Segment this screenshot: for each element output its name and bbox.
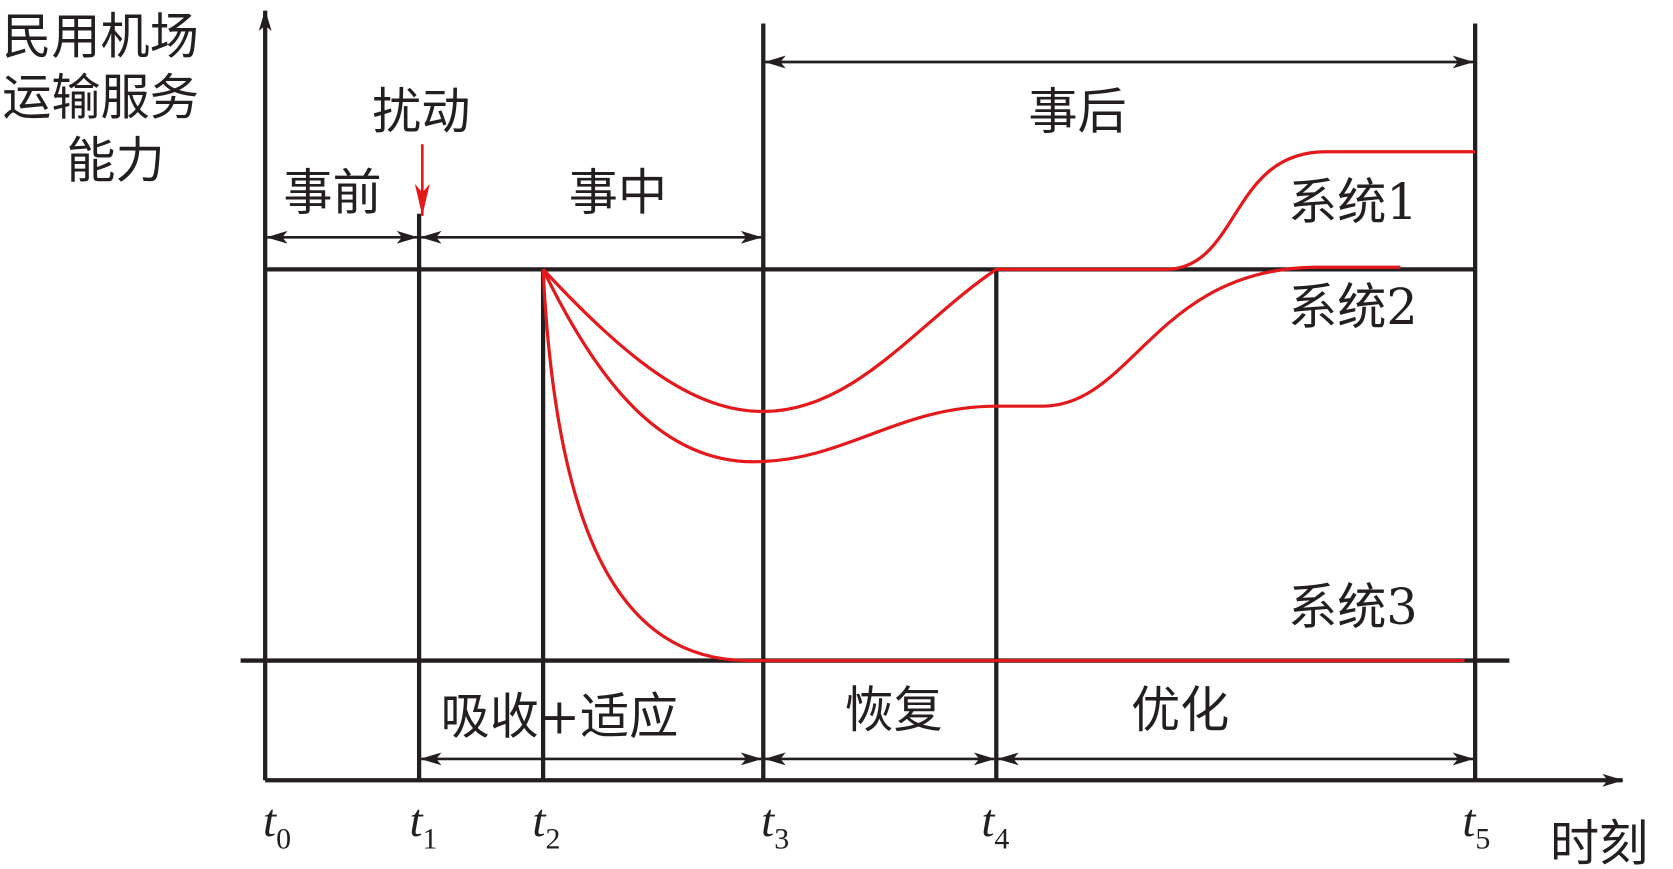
disturbance-label: 扰动 [372, 82, 470, 140]
tick-t3: t3 [761, 795, 789, 856]
phase-after-label: 事后 [1028, 82, 1126, 140]
phase-optimize-label: 优化 [1131, 681, 1229, 739]
phase-before-label: 事前 [283, 164, 381, 222]
system3-label: 系统3 [1288, 578, 1418, 636]
tick-t4: t4 [981, 795, 1009, 856]
tick-t5: t5 [1462, 795, 1490, 856]
system2-label: 系统2 [1288, 278, 1418, 336]
y-axis-label-line3: 能力 [66, 131, 164, 189]
phase-during-label: 事中 [569, 164, 667, 222]
tick-t1: t1 [409, 795, 437, 856]
tick-t2: t2 [532, 795, 560, 856]
y-axis-label-line1: 民用机场 [2, 7, 199, 65]
phase-absorb-adapt-label: 吸收+适应 [440, 687, 678, 745]
y-axis-label-line2: 运输服务 [2, 68, 199, 126]
disturbance-arrowhead [414, 183, 430, 216]
x-axis-label: 时刻 [1550, 814, 1648, 869]
tick-t0: t0 [263, 795, 291, 856]
system1-label: 系统1 [1288, 173, 1418, 231]
system3-curve [541, 269, 1465, 663]
system2-curve [541, 265, 1401, 464]
system1-curve [541, 150, 1476, 414]
phase-recover-label: 恢复 [845, 681, 943, 739]
